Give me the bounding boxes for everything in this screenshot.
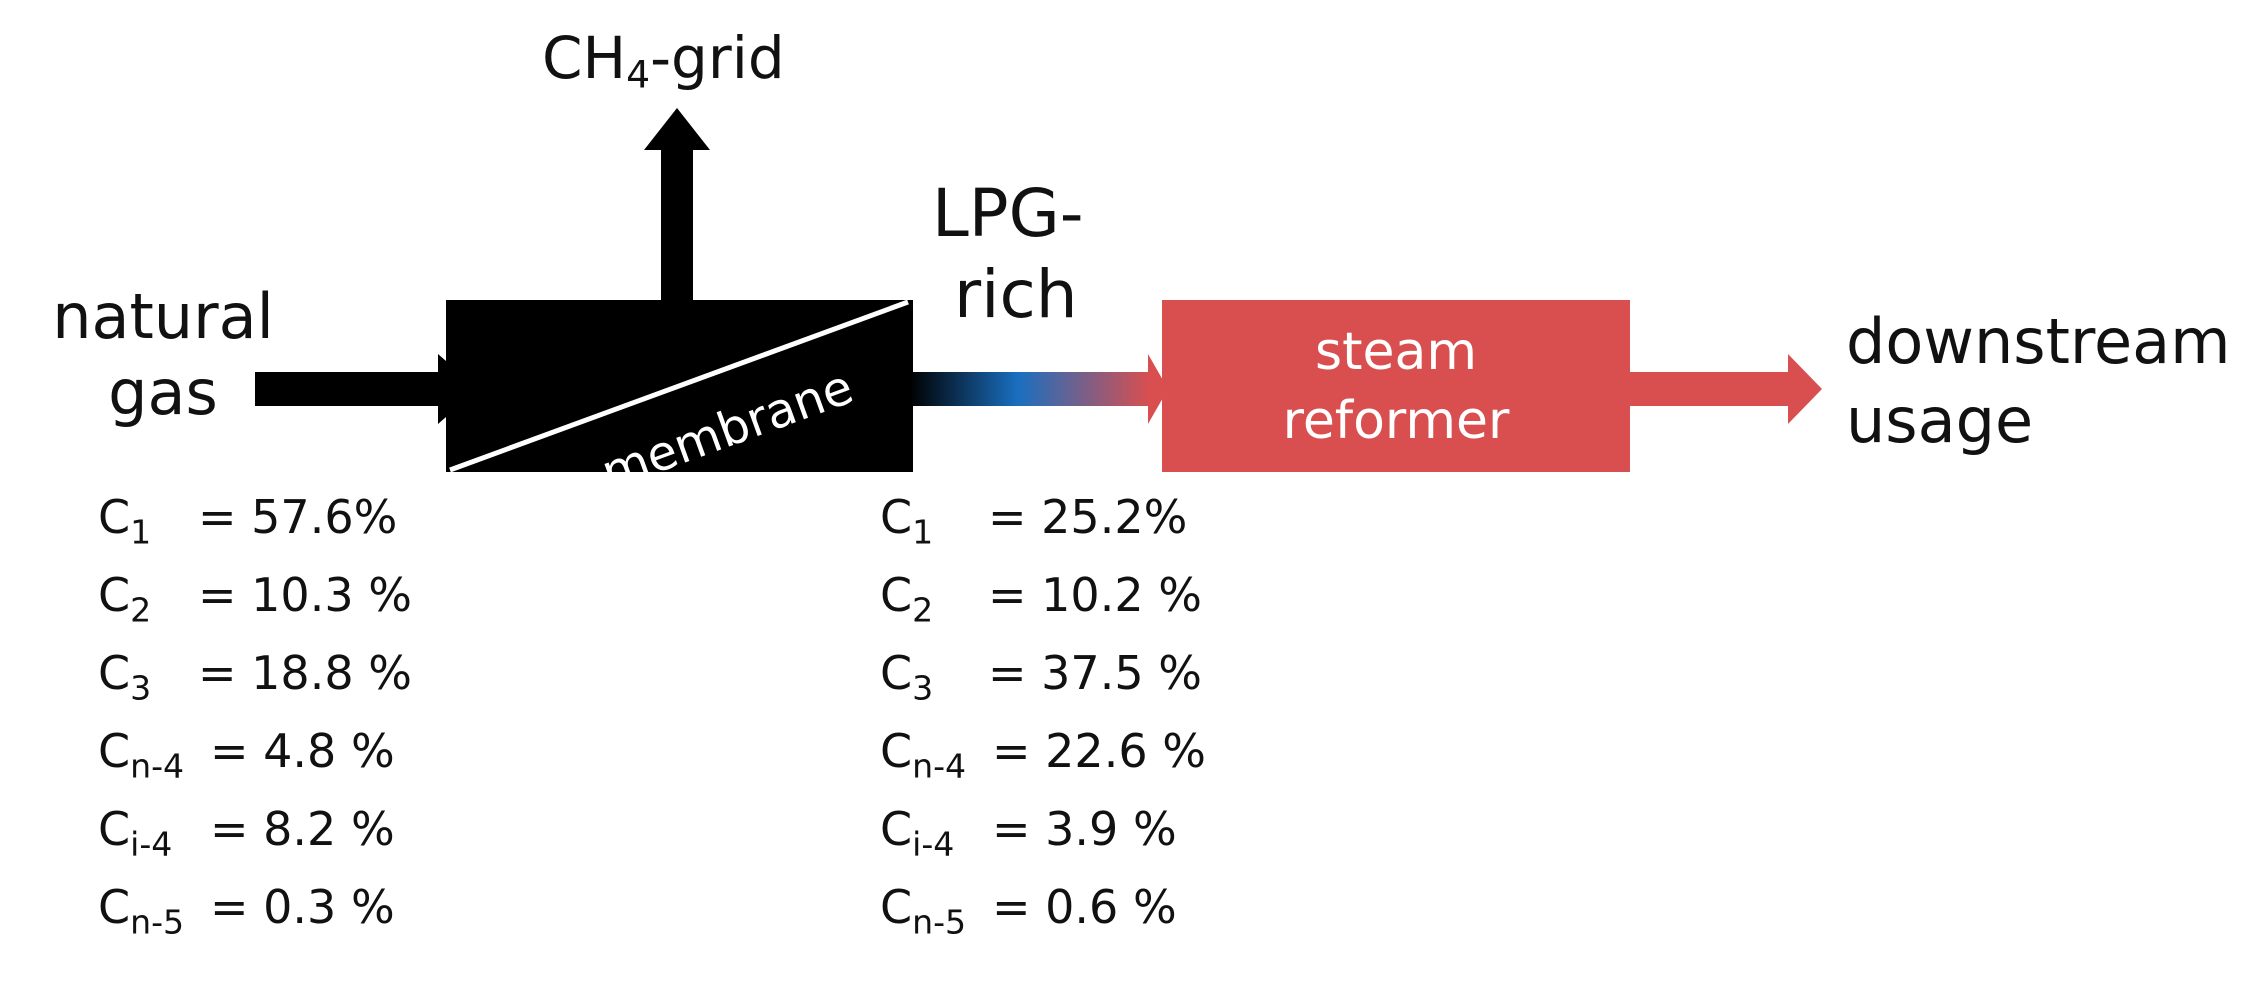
component-value: = 22.6 %: [992, 724, 1206, 778]
component-symbol: Cn-4: [880, 724, 967, 786]
component-symbol: Cn-4: [98, 724, 185, 786]
composition-row: C2 = 10.2 %: [880, 568, 1300, 628]
component-symbol: C2: [98, 568, 152, 630]
composition-row: Cn-5 = 0.3 %: [98, 880, 518, 940]
component-symbol: Ci-4: [880, 802, 955, 864]
feed-composition: C1 = 57.6% C2 = 10.3 % C3 = 18.8 % Cn-4 …: [98, 490, 518, 960]
reformer-label: steam reformer: [1162, 318, 1630, 455]
reformer-label-line2: reformer: [1282, 390, 1510, 451]
ch4-grid-suffix: -grid: [650, 24, 785, 92]
composition-row: C1 = 25.2%: [880, 490, 1300, 550]
component-value: = 10.3 %: [198, 568, 412, 622]
lpg-rich-line1: LPG-: [932, 175, 1084, 252]
component-value: = 18.8 %: [198, 646, 412, 700]
lpg-arrow: [910, 354, 1168, 424]
downstream-arrow: [1630, 354, 1822, 424]
component-value: = 3.9 %: [992, 802, 1177, 856]
composition-row: Cn-4 = 22.6 %: [880, 724, 1300, 784]
component-value: = 25.2%: [988, 490, 1188, 544]
component-symbol: Cn-5: [98, 880, 185, 942]
composition-row: C2 = 10.3 %: [98, 568, 518, 628]
composition-row: C3 = 18.8 %: [98, 646, 518, 706]
feed-label-line2: gas: [108, 355, 218, 429]
reformer-label-line1: steam: [1315, 322, 1477, 382]
component-symbol: C1: [880, 490, 934, 552]
feed-label-line1: natural: [52, 280, 274, 353]
ch4-grid-label: CH4-grid: [542, 22, 785, 99]
lpg-rich-line2: rich: [954, 256, 1078, 334]
reformer-block: [1162, 300, 1630, 472]
component-value: = 37.5 %: [988, 646, 1202, 700]
downstream-line2: usage: [1846, 384, 2034, 458]
component-symbol: C3: [880, 646, 934, 708]
feed-label: natural gas: [48, 278, 278, 431]
component-symbol: Cn-5: [880, 880, 967, 942]
downstream-line1: downstream: [1846, 305, 2231, 378]
component-value: = 10.2 %: [988, 568, 1202, 622]
lpg-rich-label: LPG- rich: [932, 173, 1084, 335]
component-symbol: C1: [98, 490, 152, 552]
composition-row: Cn-4 = 4.8 %: [98, 724, 518, 784]
membrane-block: [446, 299, 913, 473]
ch4-grid-prefix: CH: [542, 24, 627, 92]
component-symbol: C2: [880, 568, 934, 630]
ch4-grid-subscript: 4: [626, 52, 651, 97]
lpg-composition: C1 = 25.2% C2 = 10.2 % C3 = 37.5 % Cn-4 …: [880, 490, 1300, 960]
component-value: = 4.8 %: [210, 724, 395, 778]
composition-row: Ci-4 = 3.9 %: [880, 802, 1300, 862]
component-value: = 57.6%: [198, 490, 398, 544]
component-value: = 8.2 %: [210, 802, 395, 856]
component-symbol: C3: [98, 646, 152, 708]
composition-row: Cn-5 = 0.6 %: [880, 880, 1300, 940]
feed-arrow: [255, 354, 478, 424]
component-value: = 0.3 %: [210, 880, 395, 934]
composition-row: Ci-4 = 8.2 %: [98, 802, 518, 862]
composition-row: C3 = 37.5 %: [880, 646, 1300, 706]
component-symbol: Ci-4: [98, 802, 173, 864]
ch4-grid-arrow: [644, 108, 710, 303]
composition-row: C1 = 57.6%: [98, 490, 518, 550]
component-value: = 0.6 %: [992, 880, 1177, 934]
downstream-label: downstream usage: [1846, 302, 2231, 461]
